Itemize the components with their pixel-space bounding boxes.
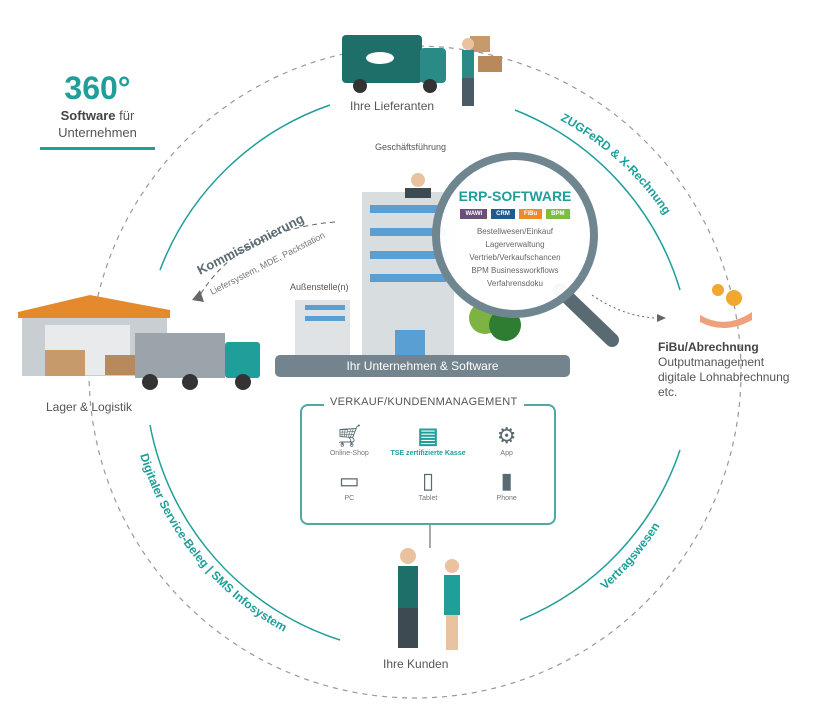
picking-arrow xyxy=(199,221,336,296)
headline-bold: Software xyxy=(60,108,116,123)
headline-360: 360° Software für Unternehmen xyxy=(40,70,155,150)
fibu-line: Outputmanagement xyxy=(658,355,765,369)
branch-label: Außenstelle(n) xyxy=(290,282,349,292)
erp-feature: Lagerverwaltung xyxy=(485,240,545,249)
arrow-head-icon xyxy=(657,314,666,322)
sales-title: VERKAUF/KUNDENMANAGEMENT xyxy=(324,396,524,408)
erp-feature: Vertrieb/Verkaufschancen xyxy=(469,253,561,262)
company-banner: Ihr Unternehmen & Software xyxy=(275,355,570,377)
arrow-head-icon xyxy=(192,290,204,302)
erp-magnifier: ERP-SOFTWARE WAWI CRM FiBu BPM Bestellwe… xyxy=(432,152,598,318)
arc-line xyxy=(149,424,341,641)
phone-icon: ▮ xyxy=(500,468,513,493)
sales-item-app: ⚙ App xyxy=(467,422,546,457)
arc-label-contracts: Vertragswesen xyxy=(598,520,663,593)
sales-item-pc: ▭ PC xyxy=(310,467,389,502)
sales-item-label: Phone xyxy=(496,495,517,502)
management-label: Geschäftsführung xyxy=(375,142,447,152)
coins-hand-illustration xyxy=(700,284,752,329)
arc-line xyxy=(514,109,681,291)
tag-crm: CRM xyxy=(491,209,515,219)
sales-item-label: PC xyxy=(344,495,355,502)
fibu-arrow xyxy=(591,294,661,319)
headline-underline xyxy=(40,147,155,150)
sales-item-label: Tablet xyxy=(418,495,438,502)
tag-bpm: BPM xyxy=(546,209,570,219)
headline-line2: Unternehmen xyxy=(58,125,137,140)
sales-item-label: TSE zertifizierte Kasse xyxy=(390,450,466,457)
sales-item-pos: ▤ TSE zertifizierte Kasse xyxy=(389,422,468,457)
arc-label-service: Digitaler Service-Beleg | SMS Infosystem xyxy=(137,452,289,635)
customers-label: Ihre Kunden xyxy=(383,657,449,671)
erp-title: ERP-SOFTWARE xyxy=(458,188,572,204)
arc-line xyxy=(159,104,331,271)
fibu-title: FiBu/Abrechnung xyxy=(658,340,759,354)
warehouse-illustration xyxy=(18,295,260,390)
sales-item-tablet: ▯ Tablet xyxy=(389,467,468,502)
cash-register-icon: ▤ xyxy=(417,423,439,448)
customers-illustration xyxy=(398,548,460,650)
tablet-icon: ▯ xyxy=(421,468,435,493)
fibu-line: etc. xyxy=(658,385,678,399)
fibu-line: digitale Lohnabrechnung xyxy=(658,370,790,384)
gear-icon: ⚙ xyxy=(496,423,517,448)
svg-text:Digitaler Service-Beleg | SMS: Digitaler Service-Beleg | SMS Infosystem xyxy=(137,452,289,635)
erp-feature: Bestellwesen/Einkauf xyxy=(476,227,554,236)
arc-line xyxy=(519,449,681,621)
tag-wawi: WAWI xyxy=(460,209,488,219)
monitor-icon: ▭ xyxy=(338,468,360,493)
cart-icon: 🛒︎ xyxy=(335,423,364,448)
warehouse-label: Lager & Logistik xyxy=(46,400,133,414)
sales-panel: VERKAUF/KUNDENMANAGEMENT 🛒︎ Online-Shop ▤… xyxy=(300,396,556,525)
headline-number: 360° xyxy=(64,70,131,106)
headline-rest: für xyxy=(119,108,135,123)
tag-fibu: FiBu xyxy=(518,209,543,219)
fibu-block: FiBu/Abrechnung Outputmanagement digital… xyxy=(658,340,789,400)
erp-feature: Verfahrensdoku xyxy=(486,279,544,288)
sales-item-label: App xyxy=(500,450,513,457)
magnifier-handle xyxy=(553,283,619,347)
supplier-truck-illustration xyxy=(342,35,502,106)
sales-item-label: Online-Shop xyxy=(329,450,369,457)
sales-item-online-shop: 🛒︎ Online-Shop xyxy=(310,422,389,457)
sales-item-phone: ▮ Phone xyxy=(467,467,546,502)
erp-feature: BPM Businessworkflows xyxy=(471,266,559,275)
suppliers-label: Ihre Lieferanten xyxy=(350,99,435,113)
svg-text:Vertragswesen: Vertragswesen xyxy=(598,520,663,593)
